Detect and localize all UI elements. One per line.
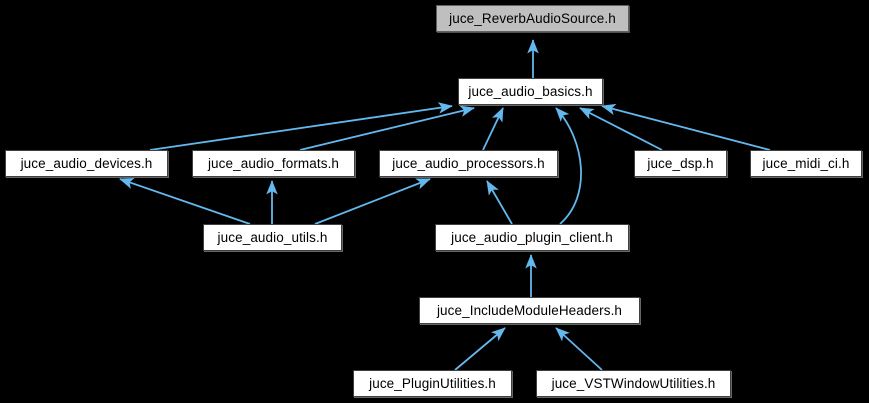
graph-node-label: juce_audio_basics.h xyxy=(468,83,593,99)
graph-edge-midi_ci-to-basics xyxy=(601,103,771,151)
graph-node-label: juce_audio_processors.h xyxy=(392,155,545,171)
graph-edge-formats-to-basics xyxy=(299,105,475,151)
graph-edge-devices-to-basics xyxy=(149,102,453,151)
graph-edge-processors-to-basics xyxy=(482,107,504,151)
graph-node-devices[interactable]: juce_audio_devices.h xyxy=(5,150,168,177)
graph-node-utils[interactable]: juce_audio_utils.h xyxy=(203,224,342,251)
graph-node-formats[interactable]: juce_audio_formats.h xyxy=(192,150,355,177)
graph-node-label: juce_audio_devices.h xyxy=(20,155,153,171)
graph-node-plugin_utilities[interactable]: juce_PluginUtilities.h xyxy=(353,370,512,397)
graph-edge-plugin_client-to-basics xyxy=(555,107,582,225)
graph-node-midi_ci[interactable]: juce_midi_ci.h xyxy=(750,150,862,177)
graph-node-label: juce_ReverbAudioSource.h xyxy=(449,10,616,26)
graph-node-label: juce_PluginUtilities.h xyxy=(369,375,496,391)
graph-node-label: juce_VSTWindowUtilities.h xyxy=(551,375,716,391)
graph-node-label: juce_IncludeModuleHeaders.h xyxy=(436,302,623,318)
graph-edge-vst_window_utilities-to-include_module_headers xyxy=(555,327,603,371)
graph-node-label: juce_audio_utils.h xyxy=(217,229,328,245)
graph-node-plugin_client[interactable]: juce_audio_plugin_client.h xyxy=(435,224,629,251)
graph-node-label: juce_midi_ci.h xyxy=(762,155,850,171)
graph-node-processors[interactable]: juce_audio_processors.h xyxy=(379,150,558,177)
graph-edge-plugin_client-to-processors xyxy=(486,180,513,225)
graph-edge-plugin_utilities-to-include_module_headers xyxy=(454,327,506,371)
graph-node-dsp[interactable]: juce_dsp.h xyxy=(634,150,727,177)
graph-node-vst_window_utilities[interactable]: juce_VSTWindowUtilities.h xyxy=(536,370,731,397)
graph-node-label: juce_audio_plugin_client.h xyxy=(451,229,613,245)
graph-node-basics[interactable]: juce_audio_basics.h xyxy=(458,78,603,105)
graph-node-include_module_headers[interactable]: juce_IncludeModuleHeaders.h xyxy=(419,297,640,324)
graph-edge-dsp-to-basics xyxy=(579,107,663,151)
graph-node-label: juce_audio_formats.h xyxy=(207,155,340,171)
graph-node-label: juce_dsp.h xyxy=(647,155,714,171)
graph-node-reverb[interactable]: juce_ReverbAudioSource.h xyxy=(436,5,629,32)
graph-edge-utils-to-devices xyxy=(119,177,251,225)
graph-edge-utils-to-processors xyxy=(314,178,431,225)
